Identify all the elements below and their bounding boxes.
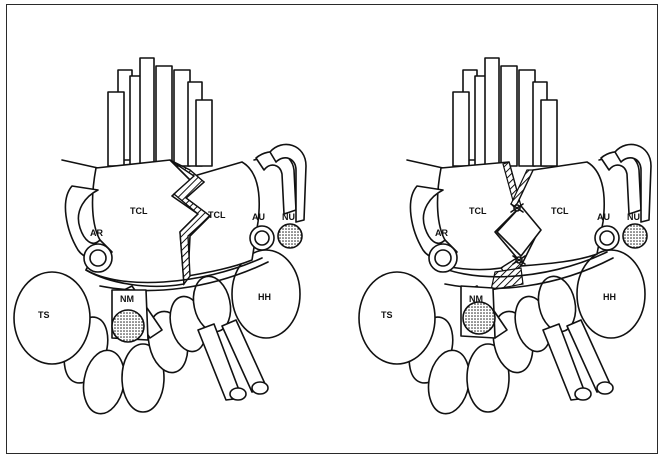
label-tcl-right: TCL <box>208 210 226 220</box>
label-au: AU <box>597 212 610 222</box>
label-tcl-right: TCL <box>551 206 569 216</box>
label-ar: AR <box>90 228 103 238</box>
label-au: AU <box>252 212 265 222</box>
label-hh: HH <box>603 292 616 302</box>
label-tcl-left: TCL <box>469 206 487 216</box>
label-hh: HH <box>258 292 271 302</box>
right-panel: TCL TCL AR AU NU NM TS HH <box>359 58 651 417</box>
label-nm: NM <box>469 294 483 304</box>
left-panel: TCL TCL AR AU NU NM TS HH <box>14 58 306 417</box>
label-nu: NU <box>282 212 295 222</box>
label-ts: TS <box>381 310 393 320</box>
label-nm: NM <box>120 294 134 304</box>
label-ts: TS <box>38 310 50 320</box>
label-tcl-left: TCL <box>130 206 148 216</box>
label-nu: NU <box>627 212 640 222</box>
label-ar: AR <box>435 228 448 238</box>
